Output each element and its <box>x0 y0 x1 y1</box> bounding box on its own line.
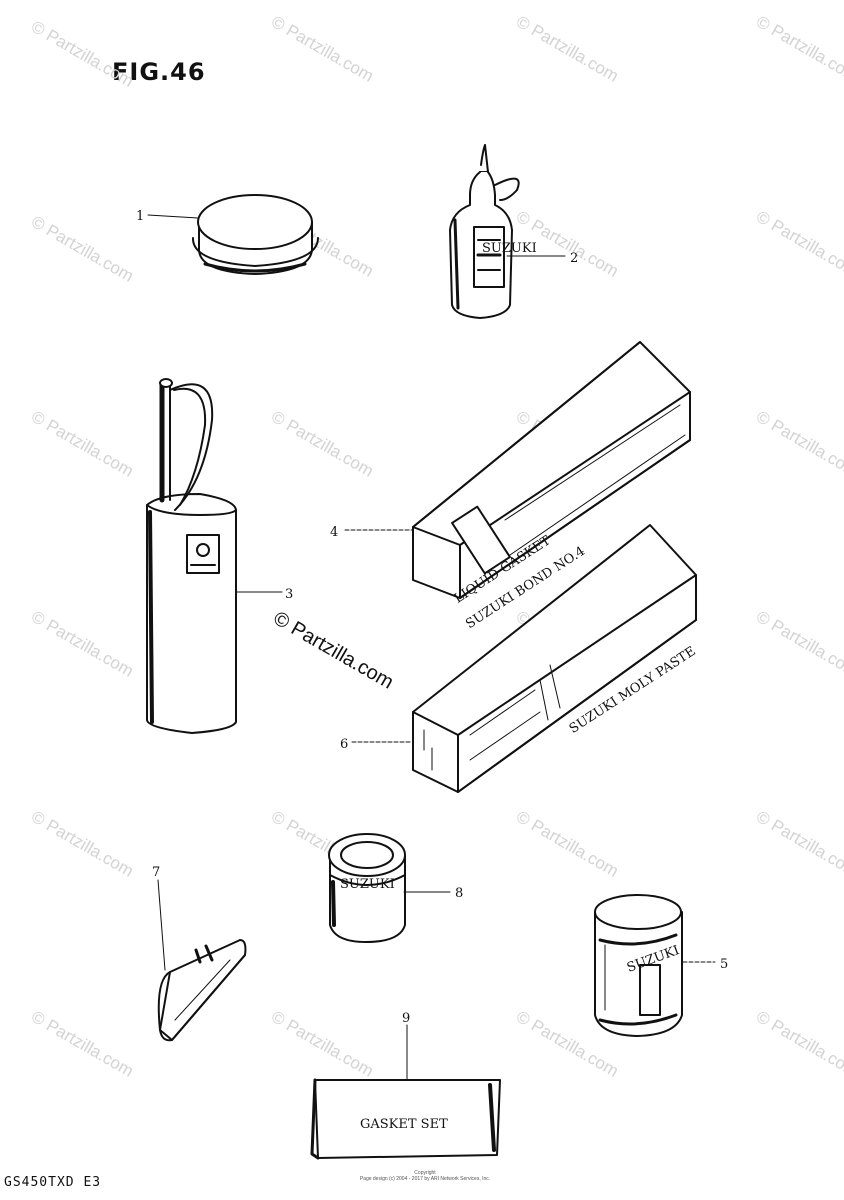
callout-number: 8 <box>455 886 463 901</box>
part-2-oil-bottle <box>449 144 520 319</box>
part-label-can8: SUZUKI <box>340 877 395 892</box>
watermark-text: © Partzilla.com <box>268 1007 377 1081</box>
watermark-text: © Partzilla.com <box>753 12 844 86</box>
watermark-text: © Partzilla.com <box>753 207 844 281</box>
callout-number: 4 <box>330 525 338 540</box>
callout-number: 5 <box>720 957 728 972</box>
watermark-text: © Partzilla.com <box>753 807 844 881</box>
callout-number: 2 <box>570 251 578 266</box>
model-code: GS450TXD E3 <box>4 1175 102 1190</box>
watermark-text: © Partzilla.com <box>513 807 622 881</box>
watermark-text: © Partzilla.com <box>268 12 377 86</box>
callout-number: 3 <box>285 587 293 602</box>
part-7-gasket-case <box>157 939 247 1042</box>
center-watermark: © Partzilla.com <box>270 607 398 693</box>
part-6-moly-paste-box <box>412 524 697 793</box>
part-4-gasket-box <box>412 341 691 599</box>
watermark-text: © Partzilla.com <box>28 607 137 681</box>
leader-lines <box>147 214 716 1081</box>
watermark-text: © Partzilla.com <box>753 1007 844 1081</box>
watermark-text: © Partzilla.com <box>28 807 137 881</box>
watermark-text: © Partzilla.com <box>753 407 844 481</box>
copyright-line: Copyright <box>414 1170 436 1176</box>
callout-number: 7 <box>152 865 160 880</box>
callout-number: 9 <box>402 1011 410 1026</box>
watermark-text: © Partzilla.com <box>28 1007 137 1081</box>
watermark-text: © Partzilla.com <box>753 607 844 681</box>
watermark-text: © Partzilla.com <box>513 12 622 86</box>
part-label-gasket-set: GASKET SET <box>360 1117 448 1132</box>
part-5-tall-can <box>594 894 683 1037</box>
part-9-gasket-set <box>310 1078 501 1160</box>
part-3-oiler-can <box>146 378 237 734</box>
watermark-text: © Partzilla.com <box>28 17 137 91</box>
copyright-notice: Copyright Page design (c) 2004 - 2017 by… <box>340 1170 510 1182</box>
part-label-oil-bottle: SUZUKI <box>482 241 537 256</box>
part-8-small-can <box>328 833 406 943</box>
part-1-grease-tin <box>191 194 319 275</box>
callout-number: 1 <box>136 209 144 224</box>
fig-title: FIG.46 <box>112 58 206 86</box>
watermark-text: © Partzilla.com <box>28 407 137 481</box>
watermark-text: © Partzilla.com <box>268 407 377 481</box>
callout-number: 6 <box>340 737 348 752</box>
copyright-line: Page design (c) 2004 - 2017 by ARI Netwo… <box>359 1176 491 1182</box>
watermark-text: © Partzilla.com <box>28 212 137 286</box>
